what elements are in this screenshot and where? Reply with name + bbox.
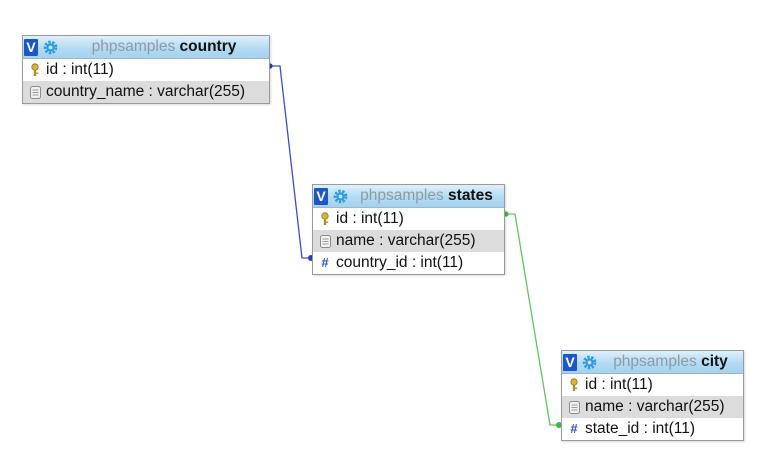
primary-key-icon [318, 211, 332, 227]
database-name: phpsamples [91, 38, 176, 55]
column-label: id : int(11) [46, 61, 114, 78]
column-row[interactable]: id : int(11) [313, 208, 504, 230]
table-city[interactable]: V phpsamples city id : i [561, 350, 744, 441]
column-row[interactable]: name : varchar(255) [313, 230, 504, 252]
primary-key-icon [567, 377, 581, 393]
table-title[interactable]: phpsamples country [63, 38, 269, 56]
gear-icon[interactable] [41, 38, 59, 56]
table-name: city [701, 353, 728, 370]
gear-icon[interactable] [580, 353, 598, 371]
column-label: name : varchar(255) [585, 398, 725, 415]
toggle-columns-icon[interactable]: V [314, 187, 328, 205]
column-label: name : varchar(255) [336, 232, 476, 249]
column-row[interactable]: id : int(11) [562, 374, 743, 396]
column-row[interactable]: # country_id : int(11) [313, 252, 504, 274]
gear-icon[interactable] [331, 187, 349, 205]
column-row[interactable]: name : varchar(255) [562, 396, 743, 418]
column-label: country_name : varchar(255) [46, 83, 246, 100]
text-field-icon [28, 84, 42, 100]
table-states[interactable]: V phpsamples states id : [312, 184, 505, 275]
table-name: country [179, 38, 237, 55]
relation-states-city-line[interactable] [505, 213, 560, 426]
relation-country-states-line[interactable] [270, 65, 312, 259]
column-label: country_id : int(11) [336, 254, 464, 271]
text-field-icon [318, 233, 332, 249]
column-label: id : int(11) [336, 210, 404, 227]
numeric-field-icon: # [570, 421, 578, 436]
table-header[interactable]: V phpsamples states [313, 185, 504, 208]
table-title[interactable]: phpsamples city [602, 353, 743, 371]
table-name: states [448, 187, 493, 204]
toggle-columns-icon[interactable]: V [563, 353, 577, 371]
database-name: phpsamples [360, 187, 444, 204]
column-row[interactable]: # state_id : int(11) [562, 418, 743, 440]
table-country[interactable]: V phpsamples country id [22, 35, 270, 104]
numeric-field-icon: # [321, 255, 329, 270]
column-label: state_id : int(11) [585, 420, 695, 437]
relation-city-end-dot [556, 422, 562, 428]
table-header[interactable]: V phpsamples city [562, 351, 743, 374]
column-label: id : int(11) [585, 376, 653, 393]
text-field-icon [567, 399, 581, 415]
database-name: phpsamples [613, 353, 697, 370]
table-header[interactable]: V phpsamples country [23, 36, 269, 59]
column-row[interactable]: id : int(11) [23, 59, 269, 81]
table-title[interactable]: phpsamples states [353, 187, 504, 205]
column-row[interactable]: country_name : varchar(255) [23, 81, 269, 103]
primary-key-icon [28, 62, 42, 78]
toggle-columns-icon[interactable]: V [24, 38, 38, 56]
